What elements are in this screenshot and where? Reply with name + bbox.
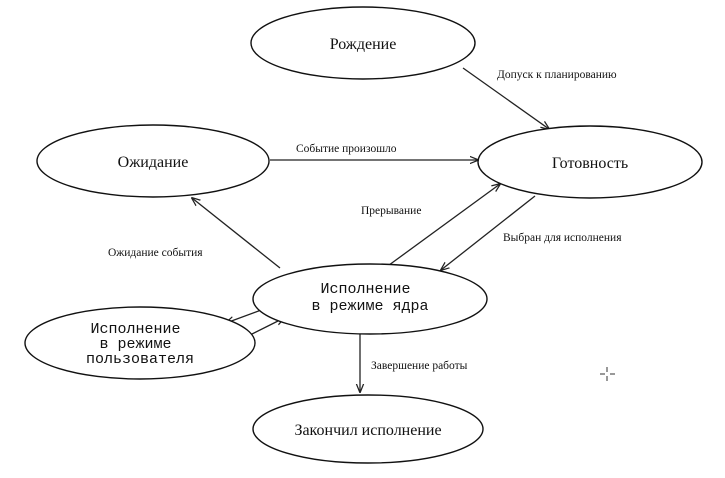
node-birth [250, 6, 476, 80]
edge-label-event-occurred: Событие произошло [296, 143, 397, 155]
edge-label-admission: Допуск к планированию [497, 69, 617, 81]
node-waiting [36, 124, 270, 198]
node-kernel-mode [252, 263, 488, 335]
crosshair-cursor-icon [600, 367, 615, 381]
node-user-mode-line-1: Исполнение [90, 321, 180, 338]
edge-label-terminate: Завершение работы [371, 360, 468, 372]
edge-birth-to-ready [462, 67, 549, 129]
node-finished-label: Закончил исполнение [294, 422, 441, 439]
node-waiting-label: Ожидание [118, 154, 189, 171]
node-kernel-mode-label: Исполнение в режиме ядра [311, 281, 428, 315]
node-user-mode [24, 306, 256, 380]
edge-kernel-to-ready [384, 184, 500, 269]
edge-label-selected: Выбран для исполнения [503, 232, 622, 244]
node-birth-label: Рождение [330, 36, 397, 53]
node-kernel-mode-line-1: Исполнение [320, 281, 410, 298]
node-user-mode-label: Исполнение в режиме пользователя [86, 321, 194, 368]
node-kernel-mode-line-2: в режиме ядра [311, 298, 428, 315]
edge-label-wait-event: Ожидание события [108, 247, 203, 259]
edge-kernel-to-waiting [192, 198, 281, 269]
node-ready-label: Готовность [552, 155, 628, 172]
node-ready [477, 125, 703, 199]
node-finished [252, 394, 484, 464]
node-user-mode-line-3: пользователя [86, 351, 194, 368]
edge-label-interrupt: Прерывание [361, 205, 421, 217]
node-user-mode-line-2: в режиме [99, 336, 171, 353]
edge-ready-to-kernel [441, 195, 536, 270]
